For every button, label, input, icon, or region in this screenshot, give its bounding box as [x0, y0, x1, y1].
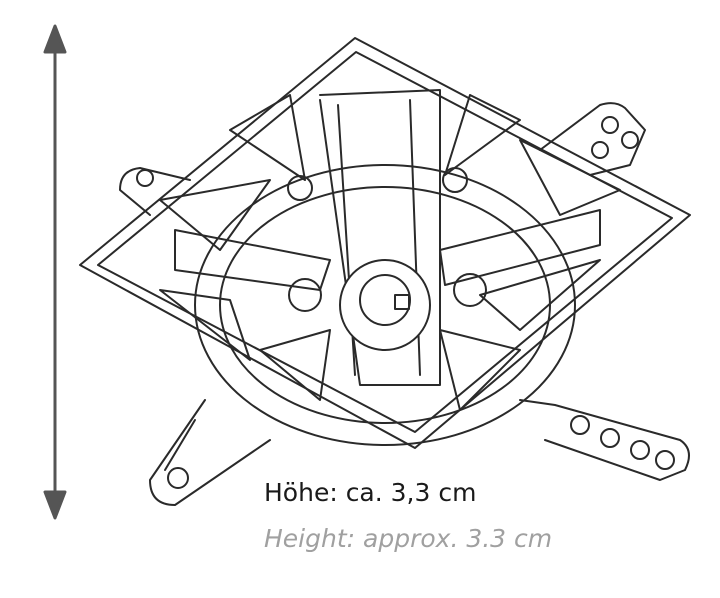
left-tab: [119, 167, 191, 216]
bottom-right-tab: [519, 399, 690, 481]
height-caption-german: Höhe: ca. 3,3 cm: [264, 478, 477, 507]
height-dimension-arrow-icon: [43, 24, 67, 520]
bottom-left-leg: [149, 399, 271, 506]
center-hub: [339, 259, 431, 351]
diamond-frame: [79, 37, 691, 449]
height-caption-english: Height: approx. 3.3 cm: [264, 524, 553, 553]
top-right-tab: [539, 102, 646, 176]
